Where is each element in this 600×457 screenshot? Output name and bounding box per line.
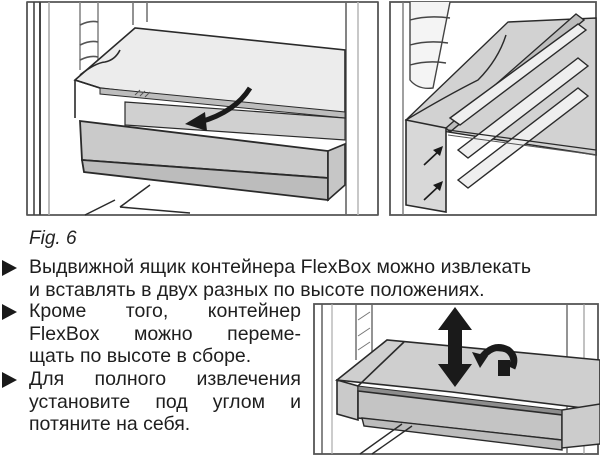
illustration-rail-positions	[388, 0, 598, 218]
instruction-line: FlexBox можно переме-	[29, 322, 301, 345]
instruction-paragraph-2: Кроме того, контейнер FlexBox можно пере…	[29, 300, 301, 368]
instruction-line: потяните на себя.	[29, 413, 191, 435]
instruction-paragraph-1: Выдвижной ящик контейнера FlexBox можно …	[29, 256, 599, 301]
instruction-line: щать по высоте в сборе.	[29, 345, 252, 367]
illustration-height-adjust	[312, 302, 600, 457]
triangle-bullet-icon	[2, 372, 17, 388]
triangle-bullet-icon	[2, 304, 17, 320]
figure-caption: Fig. 6	[29, 228, 77, 249]
drawer-removal-drawing	[26, 1, 379, 216]
height-adjust-drawing	[313, 303, 600, 455]
instruction-line: Кроме того, контейнер	[29, 300, 301, 322]
instruction-line: и вставлять в двух разных по высоте поло…	[29, 278, 485, 301]
instruction-line: установите под углом и	[29, 390, 301, 413]
illustration-drawer-removal	[25, 0, 380, 218]
rail-positions-drawing	[389, 1, 597, 216]
instruction-line: Выдвижной ящик контейнера FlexBox можно …	[29, 256, 532, 278]
instruction-paragraph-3: Для полного извлечения установите под уг…	[29, 368, 301, 436]
instruction-line: Для полного извлечения	[29, 368, 301, 390]
triangle-bullet-icon	[2, 260, 17, 276]
